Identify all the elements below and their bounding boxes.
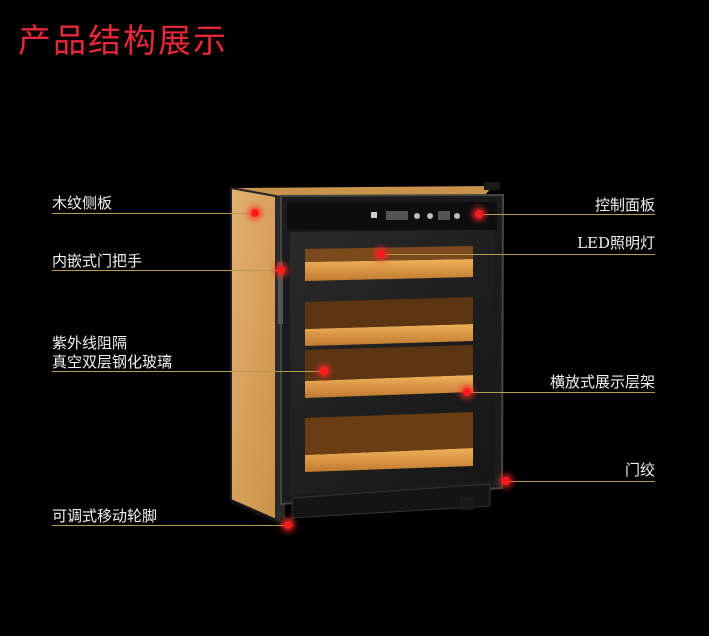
shelf-3 [305,345,473,398]
page-title: 产品结构展示 [18,21,228,60]
label-embedded-handle: 内嵌式门把手 [52,252,143,270]
leader-uv-glass [52,371,324,372]
leader-shelves [467,392,655,393]
marker-adjustable-feet [284,521,292,529]
label-led-light: LED照明灯 [577,234,655,252]
leader-control-panel [479,214,655,215]
marker-wood-side-panel [251,209,259,217]
marker-control-panel [475,210,483,218]
label-shelves: 横放式展示层架 [549,373,655,391]
cabinet-top [231,186,493,197]
shelf-2 [305,297,473,346]
wood-side-panel [230,186,282,524]
marker-shelves [463,388,471,396]
label-uv-glass-line2: 真空双层钢化玻璃 [52,353,173,371]
marker-led-light [377,250,385,258]
label-wood-side-panel: 木纹侧板 [52,194,113,212]
label-control-panel: 控制面板 [594,196,655,214]
leader-wood-side-panel [52,213,255,214]
foot-right [460,497,474,510]
leader-led-light [381,254,655,255]
marker-uv-glass [320,367,328,375]
control-buttons [371,211,460,220]
label-adjustable-feet: 可调式移动轮脚 [52,507,158,525]
marker-embedded-handle [277,266,285,274]
shelf-1 [305,246,473,281]
top-hinge [484,182,500,190]
label-door-hinge: 门绞 [624,461,655,479]
door-handle [278,262,283,324]
leader-door-hinge [506,481,655,482]
leader-embedded-handle [52,270,281,271]
leader-adjustable-feet [52,525,288,526]
bottom-vent [291,483,491,519]
shelf-4 [305,412,473,472]
marker-door-hinge [502,477,510,485]
label-uv-glass-line1: 紫外线阻隔 [52,334,128,352]
cabinet-base [231,500,281,525]
